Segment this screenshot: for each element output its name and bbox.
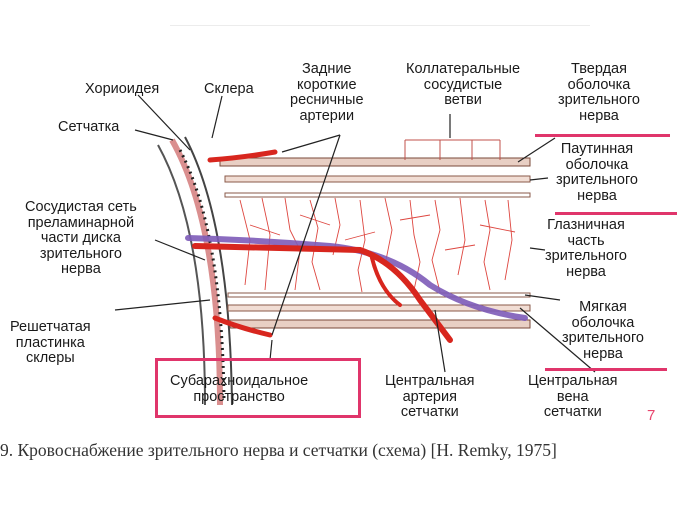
dura-underline bbox=[535, 134, 670, 137]
arachnoid-top bbox=[224, 175, 531, 183]
posterior-ciliary-artery-top bbox=[207, 149, 278, 163]
arachnoid-underline bbox=[555, 212, 677, 215]
label-posterior-arteries: Задние короткие ресничные артерии bbox=[290, 61, 364, 124]
label-central-artery: Центральная артерия сетчатки bbox=[385, 373, 475, 420]
label-collateral-branches: Коллатеральные сосудистые ветви bbox=[406, 61, 521, 108]
pointer-lines bbox=[114, 94, 596, 373]
label-retina: Сетчатка bbox=[58, 119, 120, 135]
label-sclera: Склера bbox=[204, 81, 254, 97]
label-prelaminar-network: Сосудистая сеть преламинарной части диск… bbox=[25, 199, 137, 277]
label-subarachnoid-space: Субарахноидальное пространство bbox=[170, 373, 309, 405]
pia-top bbox=[224, 192, 531, 198]
figure-caption: 9. Кровоснабжение зрительного нерва и се… bbox=[0, 440, 557, 460]
central-artery bbox=[192, 243, 453, 343]
label-pia: Мягкая оболочка зрительного нерва bbox=[562, 299, 644, 362]
label-arachnoid: Паутинная оболочка зрительного нерва bbox=[556, 141, 638, 204]
label-dura: Твердая оболочка зрительного нерва bbox=[558, 61, 640, 124]
label-lamina-cribrosa: Решетчатая пластинка склеры bbox=[10, 319, 91, 366]
subarachnoid-highlight-box bbox=[155, 358, 361, 418]
pia-bottom bbox=[227, 292, 531, 298]
sclera-dots bbox=[178, 149, 226, 401]
central-artery-branch bbox=[370, 256, 402, 307]
label-orbital-part: Глазничная часть зрительного нерва bbox=[545, 217, 627, 280]
collateral-branches bbox=[404, 139, 501, 160]
page-number: 7 bbox=[647, 407, 656, 424]
top-rule bbox=[170, 25, 590, 26]
dura-sheath-top bbox=[219, 157, 531, 167]
label-choroid: Хориоидея bbox=[85, 81, 160, 97]
posterior-ciliary-artery-bottom bbox=[212, 315, 273, 338]
label-central-vein: Центральная вена сетчатки bbox=[528, 373, 618, 420]
arachnoid-bottom bbox=[227, 304, 531, 312]
sclera-wall bbox=[157, 144, 206, 406]
pia-underline bbox=[545, 368, 667, 371]
